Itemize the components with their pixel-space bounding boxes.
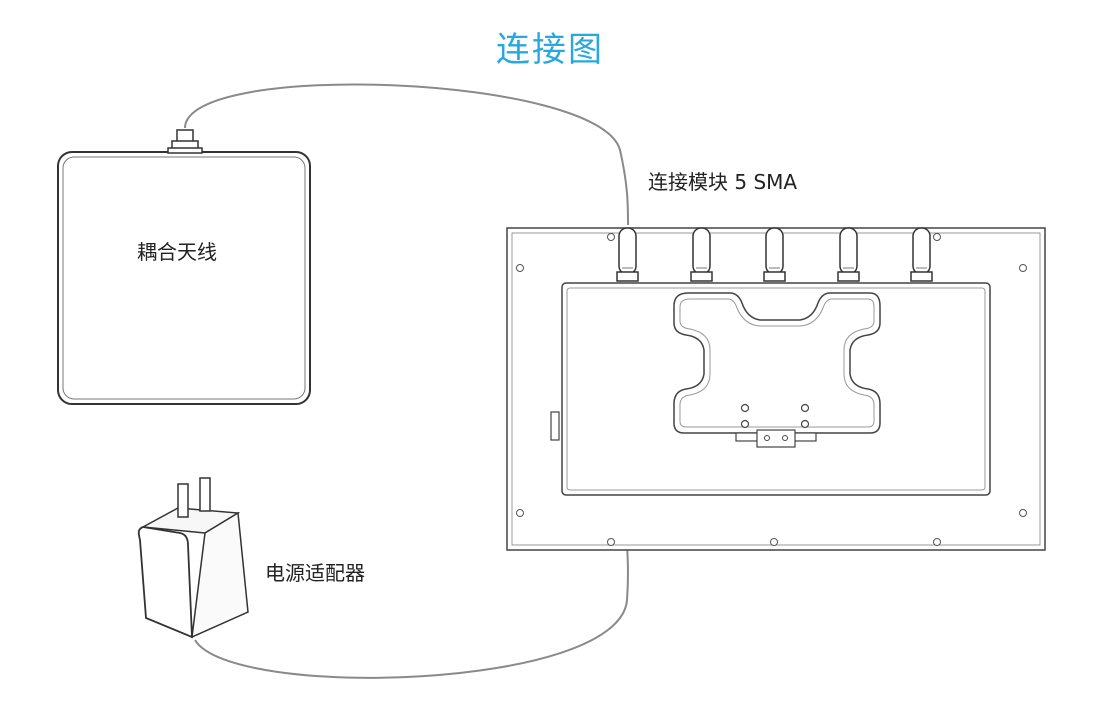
antenna-1-icon [616,227,639,282]
antenna-2-icon [690,227,713,282]
module-label: 连接模块 5 SMA [648,170,798,194]
coupling-antenna-label: 耦合天线 [137,240,217,264]
antenna-3-icon [763,227,786,282]
mount-plate [673,292,881,434]
power-adapter-label: 电源适配器 [265,561,365,585]
diagram-title: 连接图 [496,30,604,70]
antenna-5-icon [910,227,933,282]
mount-latch [735,429,817,448]
sma-connector-icon [176,129,194,143]
side-switch [550,411,560,441]
plug-prong-left [177,483,189,518]
antenna-icons [616,227,933,282]
antenna-4-icon [837,227,860,282]
plug-prong-right [199,477,211,512]
antenna-cable [184,83,629,226]
power-adapter-device [137,477,249,639]
coupling-antenna-device [57,129,311,405]
connection-module-device [506,227,1046,551]
mount-screws [740,403,810,429]
